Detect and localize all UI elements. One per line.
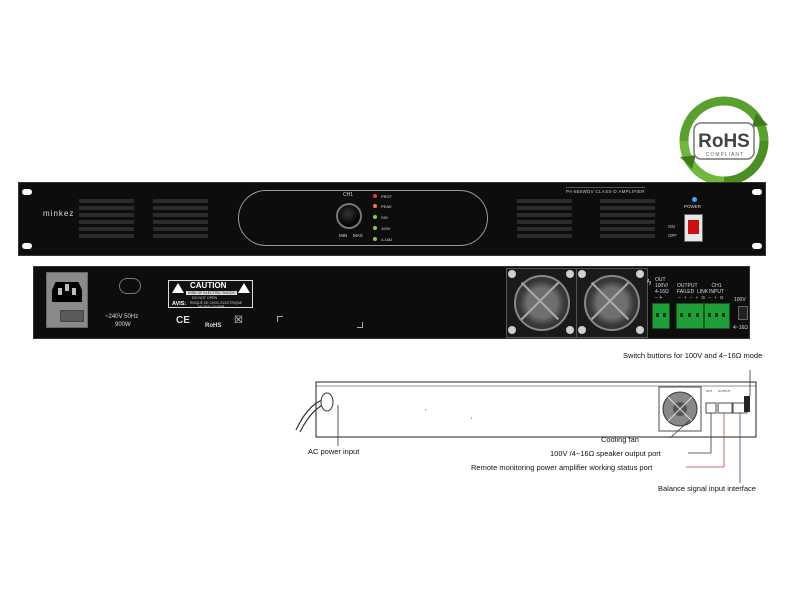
wattage-label: 900W (115, 322, 131, 328)
rack-ear-hole (22, 243, 32, 249)
power-switch-rocker[interactable] (688, 220, 699, 234)
fuse-holder[interactable] (119, 278, 141, 294)
ohm-led (373, 237, 377, 241)
screw (508, 270, 516, 278)
100v-led (373, 226, 377, 230)
avis-line1: RISQUE DE CHOC ELECTRIQUE (190, 301, 243, 305)
power-label: POWER (684, 204, 702, 209)
out-polarity: − + (655, 295, 663, 301)
peak-led (373, 204, 377, 208)
corner-mark (277, 316, 283, 322)
model-label: PA-650WDV CLASS-D AMPLIFIER (566, 187, 645, 194)
ohm-mode-label: 4~16Ω (733, 325, 748, 331)
rack-ear-hole (752, 189, 762, 195)
screw (566, 270, 574, 278)
corner-mark (357, 322, 363, 328)
rack-ear-hole (752, 243, 762, 249)
prot-label: PROT (381, 194, 393, 199)
svg-text:OUTPUT: OUTPUT (718, 389, 731, 393)
mode-switch[interactable] (738, 306, 748, 320)
peak-label: PEAK (381, 204, 392, 209)
sig-label: SIG (381, 215, 388, 220)
callout-ac-power-input: AC power input (308, 447, 360, 456)
knob-min-label: MIN (339, 233, 348, 238)
ce-mark: CE (176, 315, 190, 326)
socket-pin (72, 288, 76, 295)
callout-switch-buttons: Switch buttons for 100V and 4~16Ω mode (623, 351, 763, 360)
screw (636, 326, 644, 334)
volume-knob[interactable] (336, 203, 362, 229)
out-label: OUT 100V/ 4-16Ω (655, 277, 669, 295)
rohs-mark: RoHS (205, 323, 222, 329)
callout-cooling-fan: Cooling fan (601, 435, 639, 444)
caution-line1: RISK OF ELECTRIC SHOCK (186, 291, 237, 295)
screw (566, 326, 574, 334)
rear-line-drawing: OUT OUTPUT ⌜ ⌟ (295, 370, 757, 483)
svg-text:⌟: ⌟ (470, 414, 472, 420)
screw (636, 270, 644, 278)
screw (508, 326, 516, 334)
rohs-compliant-logo: RoHS COMPLIANT (679, 96, 769, 186)
warning-triangle-icon (172, 283, 184, 293)
fan-drawing-icon (658, 386, 702, 432)
terminal-polarity-marks: − + − + G − + G (678, 295, 725, 300)
rack-ear-hole (22, 189, 32, 195)
rohs-logo-text: RoHS (698, 131, 750, 152)
prot-led (373, 194, 377, 198)
recycle-arrows-icon (679, 96, 769, 186)
on-label: ON (668, 224, 675, 229)
weee-bin-icon: ☒ (234, 315, 243, 326)
warning-triangle-icon (238, 283, 250, 293)
rohs-compliant-text: COMPLIANT (706, 152, 744, 158)
channel-label: CH1 (343, 192, 354, 198)
socket-pin (65, 284, 69, 291)
callout-speaker-output: 100V /4~16Ω speaker output port (550, 449, 661, 458)
voltage-label: ~240V 50Hz (105, 314, 139, 320)
socket-pin (58, 288, 62, 295)
front-panel (18, 182, 766, 256)
output-failed-link-label: OUTPUT FAILED LINK (677, 283, 709, 295)
caution-title: CAUTION (190, 281, 227, 290)
power-led (692, 197, 697, 202)
ch1-input-label: CH1 INPUT (709, 283, 724, 295)
control-panel-frame (238, 190, 488, 246)
100v-label: 100V (381, 226, 391, 231)
callout-remote-status-port: Remote monitoring power amplifier workin… (471, 463, 653, 472)
sig-led (373, 215, 377, 219)
screw (578, 326, 586, 334)
brand-logo: minkez (43, 209, 75, 218)
power-cord-icon (295, 392, 334, 433)
avis-line2: NE PAS OUVRIR (198, 305, 225, 309)
avis-label: AVIS: (172, 301, 187, 307)
ohm-label: 4-16Ω (381, 237, 392, 242)
svg-text:OUT: OUT (706, 389, 713, 393)
knob-max-label: MAX (353, 233, 363, 238)
fuse-drawer[interactable] (60, 310, 84, 322)
lightning-icon: ϟ (647, 278, 652, 287)
caution-line2: DO NOT OPEN (192, 296, 218, 300)
svg-text:⌜: ⌜ (425, 409, 428, 415)
screw (578, 270, 586, 278)
100v-mode-label: 100V (734, 297, 746, 303)
iec-socket (52, 282, 82, 302)
off-label: OFF (668, 233, 677, 238)
speaker-output-terminal[interactable] (652, 303, 670, 329)
callout-balance-input: Balance signal input interface (658, 484, 756, 493)
